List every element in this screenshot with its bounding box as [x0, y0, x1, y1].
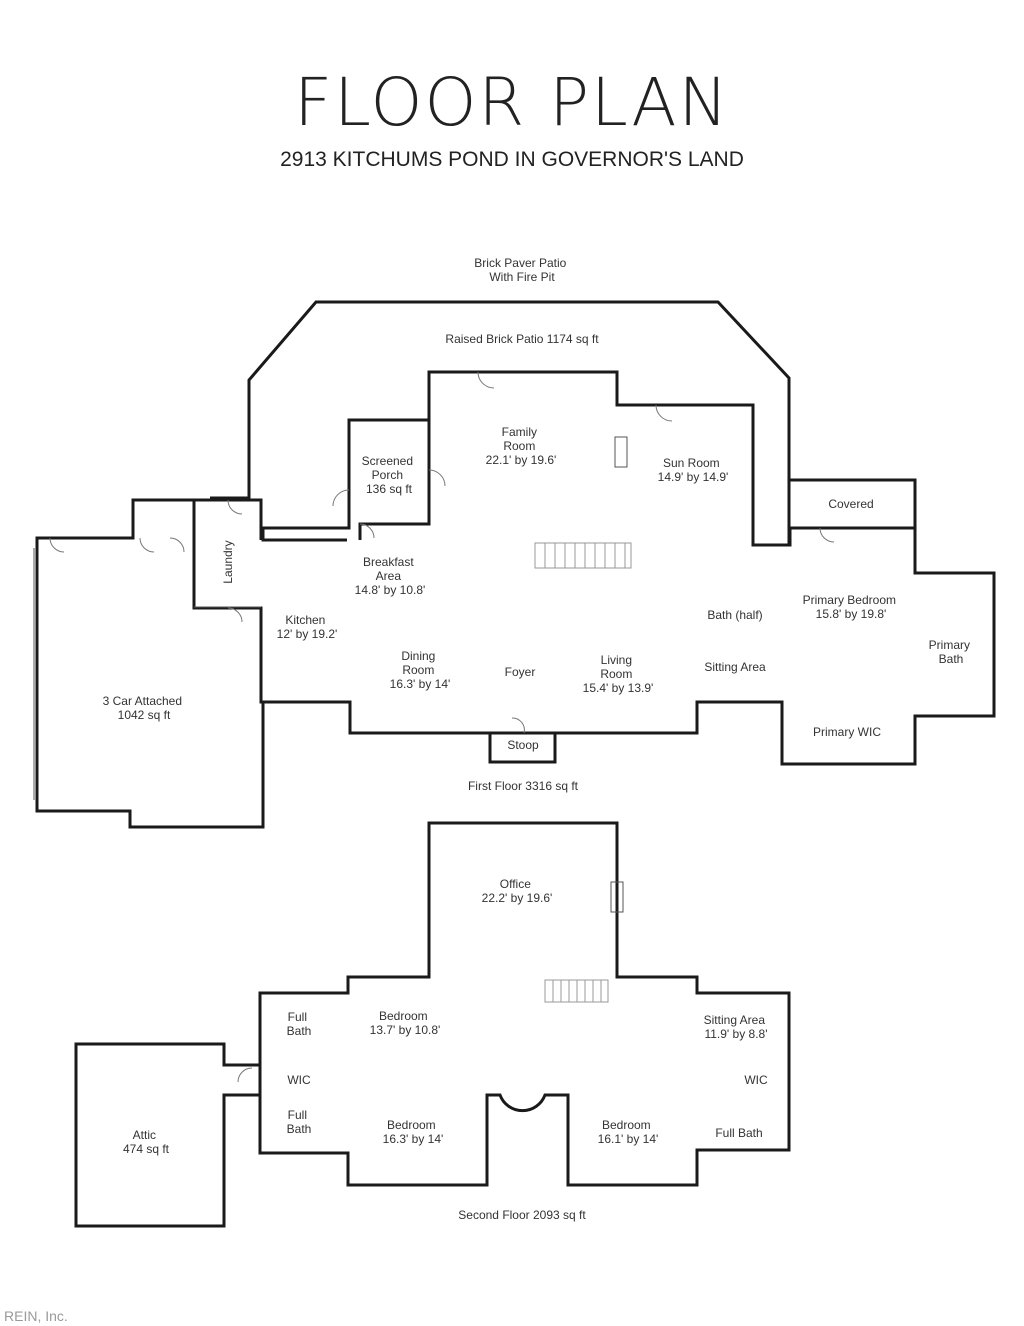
- garage-label: 3 Car Attached 1042 sq ft: [103, 694, 186, 722]
- door-icon: [49, 537, 65, 553]
- door-icon: [169, 537, 185, 553]
- foyer-label: Foyer: [505, 665, 536, 679]
- kitchen-label: Kitchen 12' by 19.2': [277, 613, 338, 641]
- bedroom-2-label: Bedroom 16.3' by 14': [383, 1118, 444, 1146]
- door-icon: [227, 499, 243, 515]
- family-room-label: Family Room 22.1' by 19.6': [486, 425, 557, 467]
- door-icon: [511, 717, 525, 734]
- half-bath-label: Bath (half): [707, 608, 762, 622]
- attic-outline: [74, 1042, 260, 1228]
- wic-left-label: WIC: [287, 1073, 311, 1087]
- first-floor-total: First Floor 3316 sq ft: [468, 779, 579, 793]
- sitting-area-label: Sitting Area: [704, 660, 766, 674]
- full-bath-1-label: Full Bath: [287, 1010, 312, 1038]
- full-bath-2-label: Full Bath: [287, 1108, 312, 1136]
- patio-label: Brick Paver Patio With Fire Pit: [474, 256, 569, 284]
- living-room-label: Living Room 15.4' by 13.9': [583, 653, 654, 695]
- house-outline: [192, 370, 996, 766]
- office-label: Office 22.2' by 19.6': [482, 877, 553, 905]
- bedroom-1-label: Bedroom 13.7' by 10.8': [370, 1009, 441, 1037]
- door-icon: [227, 607, 243, 623]
- dining-room-label: Dining Room 16.3' by 14': [390, 649, 451, 691]
- watermark: REIN, Inc.: [4, 1308, 68, 1324]
- breakfast-label: Breakfast Area 14.8' by 10.8': [355, 555, 426, 597]
- screened-porch-wall: [358, 420, 431, 540]
- second-floor-total: Second Floor 2093 sq ft: [458, 1208, 586, 1222]
- primary-bath-label: Primary Bath: [929, 638, 974, 666]
- primary-wic-label: Primary WIC: [813, 725, 881, 739]
- screened-porch-label: Screened Porch 136 sq ft: [362, 454, 417, 496]
- page-subtitle: 2913 KITCHUMS POND IN GOVERNOR'S LAND: [280, 148, 744, 171]
- fireplace-icon: [610, 881, 624, 913]
- sun-room-label: Sun Room 14.9' by 14.9': [658, 456, 729, 484]
- fireplace-icon: [614, 436, 628, 468]
- door-icon: [428, 469, 446, 487]
- stairs-second-floor: [544, 979, 609, 1003]
- stoop: [488, 731, 557, 764]
- full-bath-3-label: Full Bath: [715, 1126, 762, 1140]
- patio-outline: [210, 300, 791, 547]
- bedroom-3-label: Bedroom 16.1' by 14': [598, 1118, 659, 1146]
- covered-porch: [790, 478, 917, 528]
- page-title: FLOOR PLAN: [294, 64, 730, 141]
- stairs-first-floor: [534, 542, 632, 569]
- second-floor-outline: [258, 821, 791, 1187]
- laundry-label: Laundry: [221, 540, 235, 583]
- wic-right-label: WIC: [744, 1073, 768, 1087]
- door-icon: [819, 527, 835, 543]
- covered-label: Covered: [828, 497, 873, 511]
- primary-bedroom-label: Primary Bedroom 15.8' by 19.8': [803, 593, 900, 621]
- door-icon: [477, 371, 495, 389]
- stoop-label: Stoop: [507, 738, 539, 752]
- sitting-area-2-label: Sitting Area 11.9' by 8.8': [704, 1013, 769, 1041]
- door-icon: [332, 489, 350, 507]
- door-icon: [359, 523, 375, 539]
- garage-outline: [35, 498, 265, 829]
- door-icon: [655, 404, 673, 422]
- second-floor: Office 22.2' by 19.6' Full Bath Bedroom …: [74, 821, 791, 1228]
- door-swings: [49, 371, 835, 734]
- raised-patio-label: Raised Brick Patio 1174 sq ft: [445, 332, 599, 346]
- attic-label: Attic 474 sq ft: [123, 1128, 170, 1156]
- first-floor: Brick Paver Patio With Fire Pit Raised B…: [33, 256, 996, 829]
- door-icon: [139, 537, 155, 553]
- door-icon: [237, 1067, 253, 1083]
